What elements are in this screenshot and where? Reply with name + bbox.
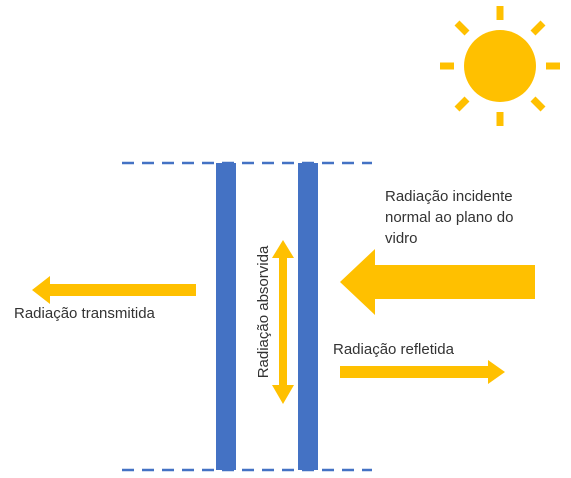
sun-icon [440,6,560,126]
glass-pane-left [216,163,236,470]
incident-radiation-label: Radiação incidente normal ao plano do vi… [385,186,565,249]
incident-radiation-arrow [340,249,535,315]
transmitted-radiation-label: Radiação transmitida [14,305,155,322]
absorbed-radiation-label: Radiação absorvida [255,245,272,379]
transmitted-radiation-arrow [32,276,196,304]
absorbed-radiation-arrow [272,240,294,404]
incident-label-line-3: vidro [385,230,418,247]
incident-label-line-1: Radiação incidente [385,188,513,205]
reflected-radiation-label: Radiação refletida [333,341,454,358]
glass-pane-right [298,163,318,470]
incident-label-line-2: normal ao plano do [385,209,514,226]
reflected-radiation-arrow [340,360,505,384]
